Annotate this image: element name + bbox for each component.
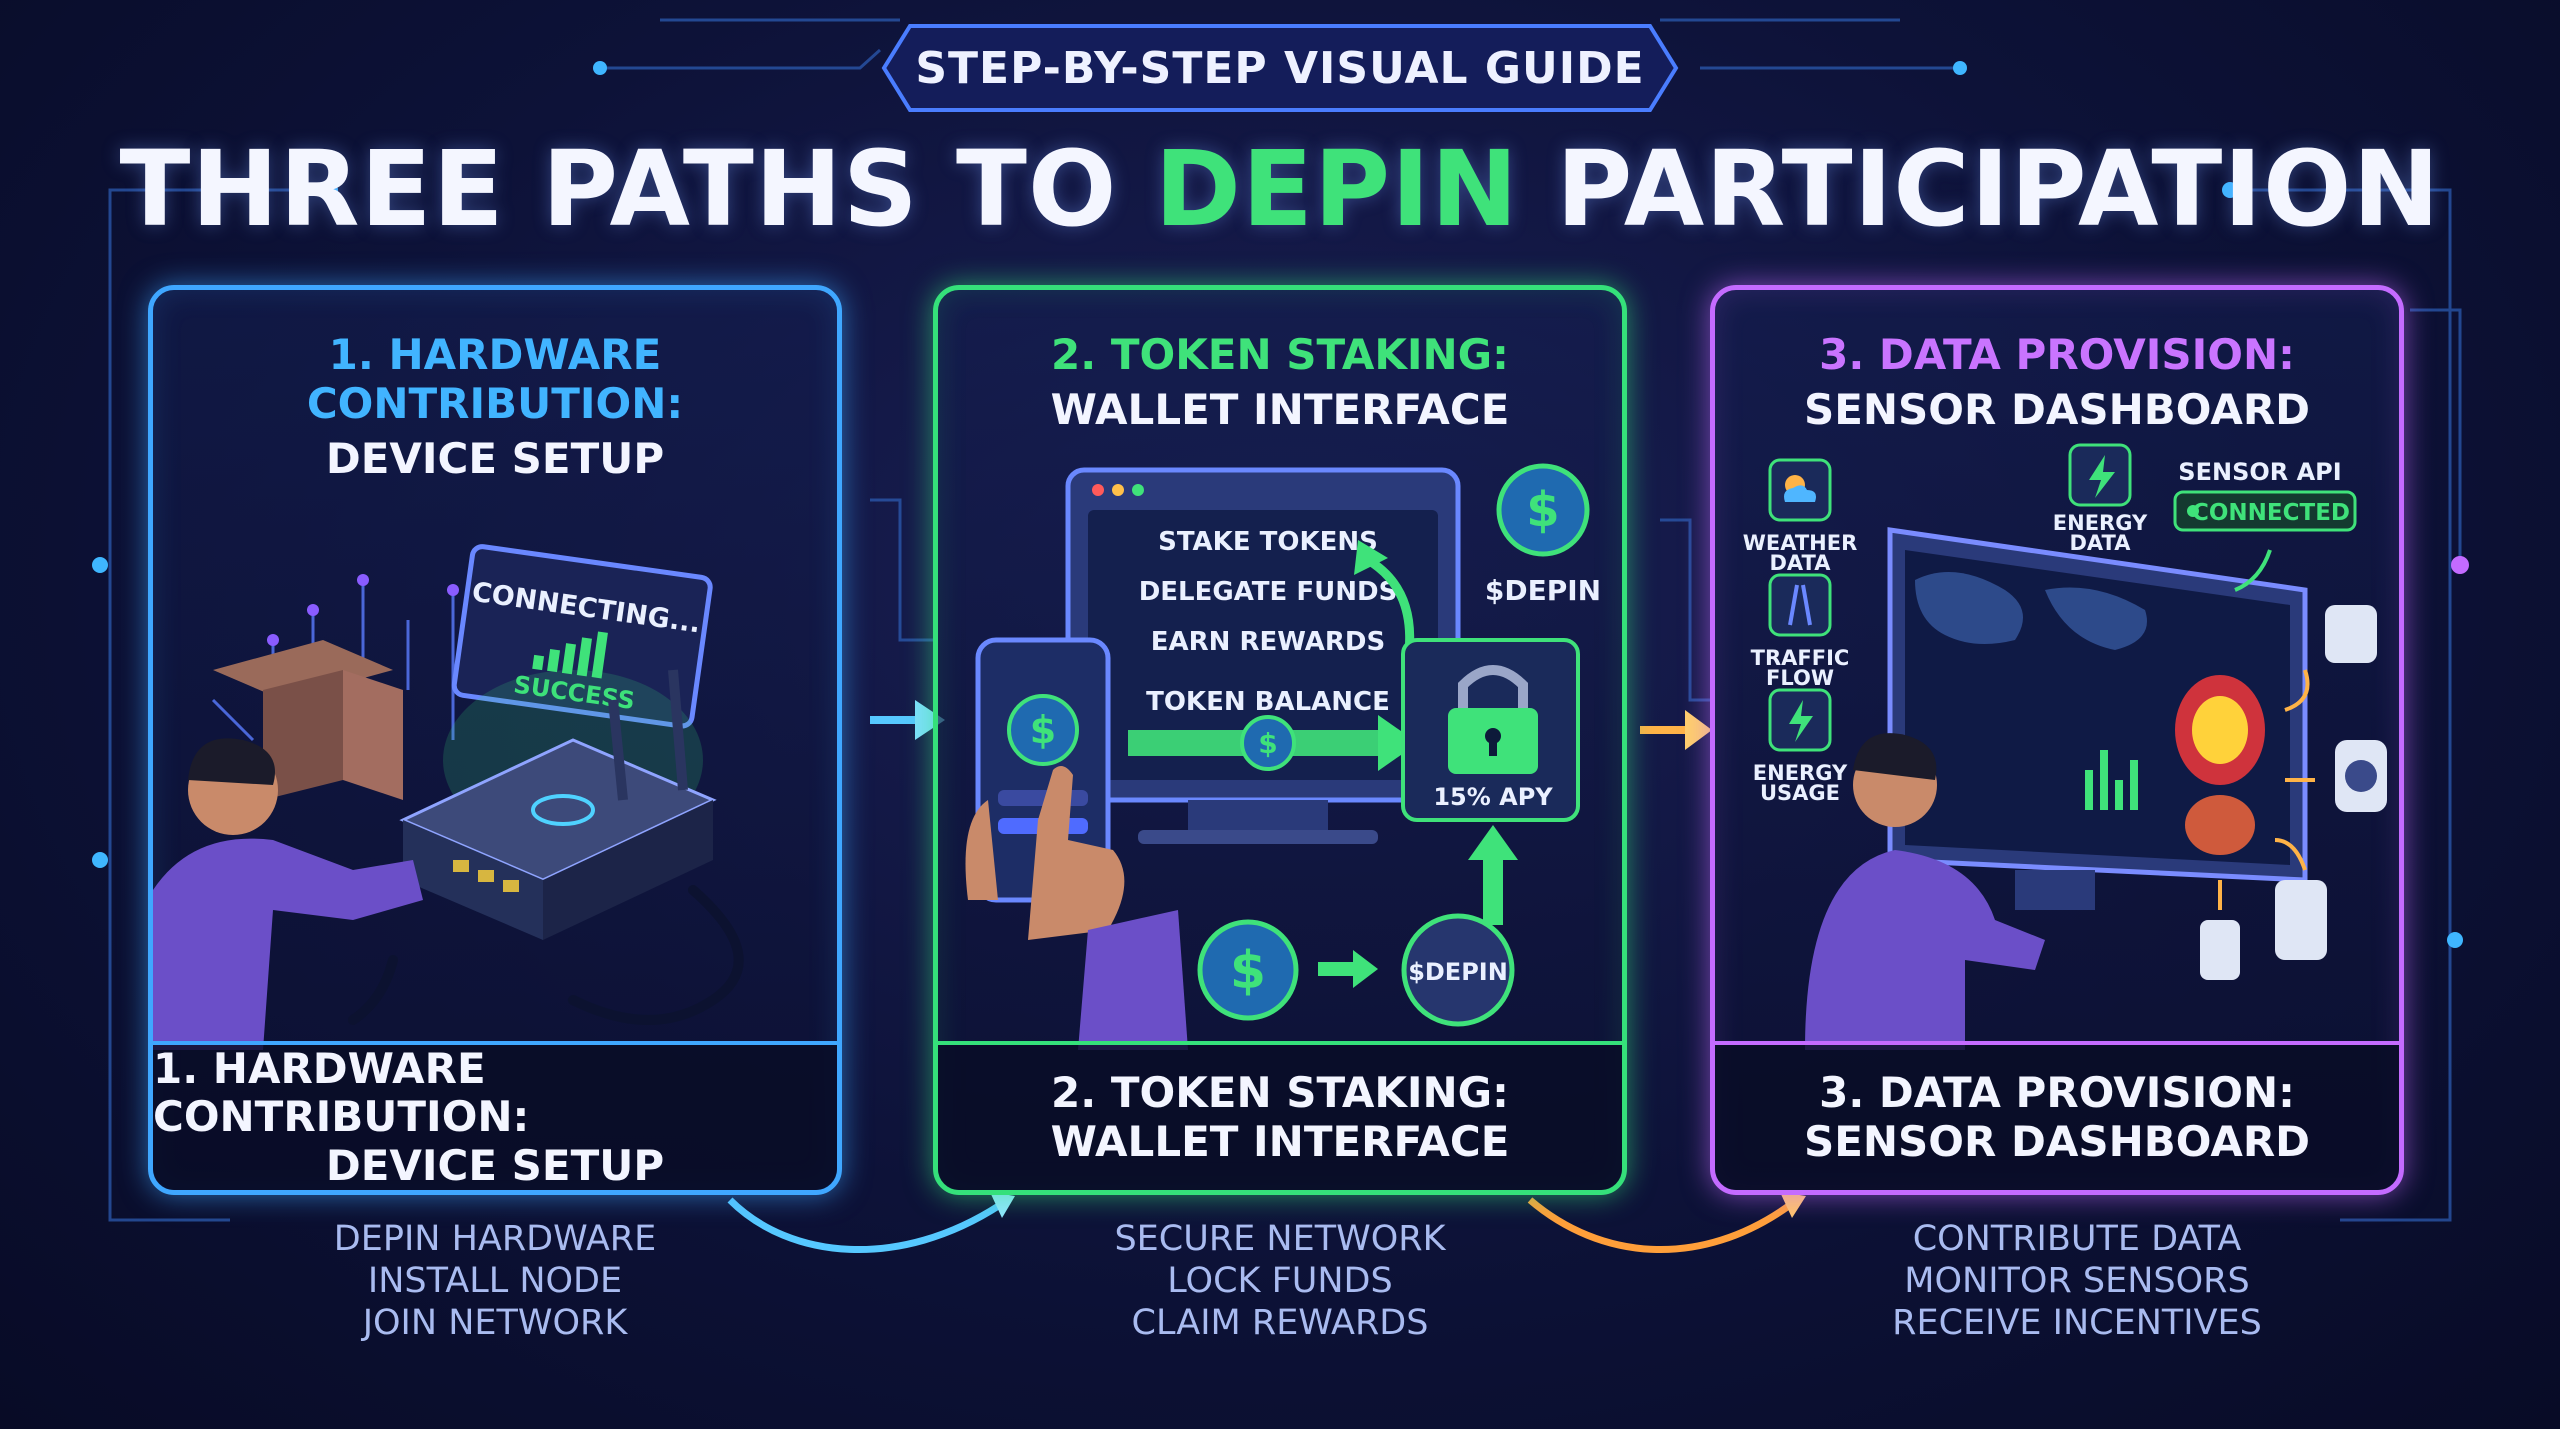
coin-icon xyxy=(1197,919,1299,1021)
hardware-panel: 1. HARDWARE CONTRIBUTION: DEVICE SETUP C… xyxy=(148,285,842,1195)
data-illustration: WEATHER DATA TRAFFIC FLOW ENERGY USAGE E… xyxy=(1743,443,2387,1050)
svg-text:$: $ xyxy=(1030,708,1056,752)
bullet-item: LOCK FUNDS xyxy=(1167,1261,1393,1301)
menu-stake-tokens: STAKE TOKENS xyxy=(1158,527,1378,557)
menu-token-balance: TOKEN BALANCE xyxy=(1146,687,1390,717)
audio-sensor-icon xyxy=(2200,920,2240,980)
footer-line2: DEVICE SETUP xyxy=(325,1140,665,1190)
staking-illustration: STAKE TOKENS DELEGATE FUNDS EARN REWARDS… xyxy=(965,463,1601,1050)
bullet-item: SECURE NETWORK xyxy=(1114,1219,1446,1259)
sensor-api-label: SENSOR API xyxy=(2178,458,2341,486)
energy-data-line1: ENERGY xyxy=(2053,511,2148,535)
menu-earn-rewards: EARN REWARDS xyxy=(1151,627,1385,657)
data-panel-footer: 3. DATA PROVISION: SENSOR DASHBOARD xyxy=(1715,1041,2399,1190)
bullet-item: CONTRIBUTE DATA xyxy=(1912,1219,2242,1259)
staking-bullets: SECURE NETWORK LOCK FUNDS CLAIM REWARDS xyxy=(933,1218,1627,1344)
hardware-panel-heading: 1. HARDWARE CONTRIBUTION: DEVICE SETUP xyxy=(153,330,837,483)
bullet-item: CLAIM REWARDS xyxy=(1131,1303,1429,1343)
heading-line1: 3. DATA PROVISION: xyxy=(1819,330,2295,379)
wifi-sensor-icon xyxy=(2325,605,2377,663)
badge-frame xyxy=(881,24,1679,112)
heading-line2: DEVICE SETUP xyxy=(325,434,665,483)
hub-sensor-icon xyxy=(2275,880,2327,960)
title-accent: DEPIN xyxy=(1154,128,1519,250)
bullet-item: JOIN NETWORK xyxy=(362,1303,628,1343)
data-panel-heading: 3. DATA PROVISION: SENSOR DASHBOARD xyxy=(1715,330,2399,434)
footer-line2: WALLET INTERFACE xyxy=(1050,1116,1510,1166)
depin-coin-icon xyxy=(1401,913,1515,1027)
data-bullets: CONTRIBUTE DATA MONITOR SENSORS RECEIVE … xyxy=(1730,1218,2424,1344)
coin-label: $DEPIN xyxy=(1408,958,1508,986)
footer-line1: 2. TOKEN STAKING: xyxy=(1051,1068,1509,1118)
page-title: THREE PATHS TO DEPIN PARTICIPATION xyxy=(0,128,2560,250)
energy-data-line2: DATA xyxy=(2069,531,2131,555)
traffic-icon xyxy=(1768,573,1832,637)
footer-line2: SENSOR DASHBOARD xyxy=(1803,1116,2311,1166)
footer-line1: 1. HARDWARE CONTRIBUTION: xyxy=(153,1044,530,1142)
footer-line1: 3. DATA PROVISION: xyxy=(1819,1068,2295,1118)
apy-label: 15% APY xyxy=(1433,783,1553,811)
connected-status: CONNECTED xyxy=(2192,500,2350,526)
heading-line1: 1. HARDWARE CONTRIBUTION: xyxy=(306,330,684,428)
bullet-item: DEPIN HARDWARE xyxy=(333,1219,657,1259)
guide-badge: STEP-BY-STEP VISUAL GUIDE xyxy=(880,22,1680,114)
phone-coin-icon xyxy=(1007,694,1079,766)
heading-line1: 2. TOKEN STAKING: xyxy=(1051,330,1509,379)
sensor-weather-line1: WEATHER xyxy=(1743,531,1858,555)
bullet-item: RECEIVE INCENTIVES xyxy=(1892,1303,2262,1343)
menu-delegate-funds: DELEGATE FUNDS xyxy=(1139,577,1398,607)
connected-badge xyxy=(2173,490,2357,532)
bullet-item: MONITOR SENSORS xyxy=(1904,1261,2250,1301)
balance-coin-icon xyxy=(1240,715,1296,771)
hardware-bullets: DEPIN HARDWARE INSTALL NODE JOIN NETWORK xyxy=(148,1218,842,1344)
data-panel: 3. DATA PROVISION: SENSOR DASHBOARD WEAT… xyxy=(1710,285,2404,1195)
sensor-energy-line2: USAGE xyxy=(1760,781,1840,805)
hardware-illustration: CONNECTING... SUCCESS xyxy=(153,544,744,1050)
heading-line2: SENSOR DASHBOARD xyxy=(1803,385,2311,434)
staking-panel: 2. TOKEN STAKING: WALLET INTERFACE STAKE… xyxy=(933,285,1627,1195)
token-coin-icon xyxy=(1496,463,1590,557)
svg-text:$: $ xyxy=(1230,941,1266,1001)
sensor-weather-line2: DATA xyxy=(1769,551,1831,575)
svg-text:$: $ xyxy=(1526,482,1559,538)
token-label: $DEPIN xyxy=(1485,574,1601,607)
svg-text:$: $ xyxy=(1258,727,1277,760)
hardware-panel-footer: 1. HARDWARE CONTRIBUTION: DEVICE SETUP xyxy=(153,1041,837,1190)
title-part1: THREE PATHS TO xyxy=(119,128,1155,250)
sensor-traffic-line2: FLOW xyxy=(1766,666,1834,690)
bullet-item: INSTALL NODE xyxy=(367,1261,623,1301)
lock-icon xyxy=(1458,665,1528,710)
heading-line2: WALLET INTERFACE xyxy=(1050,385,1510,434)
sensor-traffic-line1: TRAFFIC xyxy=(1751,646,1850,670)
staking-panel-footer: 2. TOKEN STAKING: WALLET INTERFACE xyxy=(938,1041,1622,1190)
signal-bars-icon xyxy=(532,631,608,679)
staking-panel-heading: 2. TOKEN STAKING: WALLET INTERFACE xyxy=(938,330,1622,434)
sensor-energy-line1: ENERGY xyxy=(1753,761,1848,785)
title-part2: PARTICIPATION xyxy=(1518,128,2441,250)
guide-badge-label: STEP-BY-STEP VISUAL GUIDE xyxy=(915,42,1645,94)
